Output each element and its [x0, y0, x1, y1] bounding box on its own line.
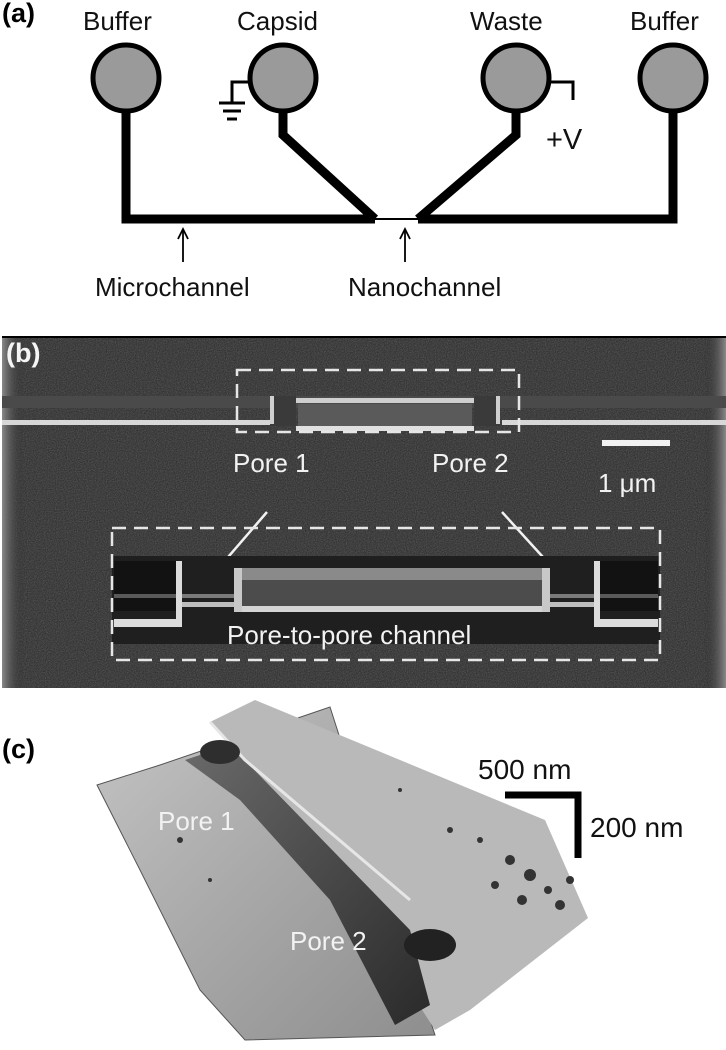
reservoir-label-capsid: Capsid	[237, 6, 318, 36]
ground-icon	[219, 80, 250, 121]
scale-bar-c	[505, 791, 582, 858]
upper-highlight-box	[235, 368, 521, 434]
lower-device	[112, 556, 660, 644]
pore1-label-c: Pore 1	[158, 806, 235, 836]
pore2-label-c: Pore 2	[290, 926, 367, 956]
reservoir-capsid	[247, 42, 319, 114]
scale-v-label-c: 200 nm	[590, 812, 684, 843]
left-buffer-channel	[121, 110, 375, 224]
afm-trench	[185, 745, 430, 1025]
reservoir-label-buffer-left: Buffer	[83, 6, 152, 36]
upper-device	[2, 396, 726, 431]
microchannel-label: Microchannel	[95, 272, 250, 302]
panel-c-label: (c)	[2, 734, 35, 764]
nanochannel-arrow-icon	[399, 226, 411, 262]
pore1-label-b: Pore 1	[233, 448, 310, 478]
lower-highlight-box	[110, 526, 662, 662]
voltage-label: +V	[546, 124, 583, 156]
right-buffer-channel	[418, 110, 678, 224]
pore2-label-b: Pore 2	[432, 448, 509, 478]
scale-h-label-c: 500 nm	[478, 754, 572, 785]
reservoir-buffer-right	[637, 42, 709, 114]
reservoir-buffer-left	[90, 42, 162, 114]
reservoir-label-buffer-right: Buffer	[630, 6, 699, 36]
reservoir-waste	[480, 42, 552, 114]
panel-a-schematic	[90, 42, 709, 262]
reservoir-label-waste: Waste	[470, 6, 543, 36]
channel-label-b: Pore-to-pore channel	[227, 620, 472, 650]
afm-pore2	[404, 929, 456, 961]
panel-b-sem-image: (b) Pore 1 Pore 2 1 μm Pore-to-pore chan…	[2, 336, 726, 688]
scale-bar-b	[602, 440, 670, 446]
afm-raised-ridge	[210, 700, 588, 1030]
capsid-channel	[278, 110, 379, 223]
panel-a-label: (a)	[2, 0, 35, 28]
panel-b-label: (b)	[6, 338, 41, 368]
microchannel-arrow-icon	[177, 226, 189, 262]
waste-channel	[415, 110, 521, 223]
afm-pore1	[200, 740, 240, 764]
scale-label-b: 1 μm	[598, 468, 657, 498]
nanochannel-label: Nanochannel	[348, 272, 502, 302]
voltage-lead	[549, 80, 575, 100]
